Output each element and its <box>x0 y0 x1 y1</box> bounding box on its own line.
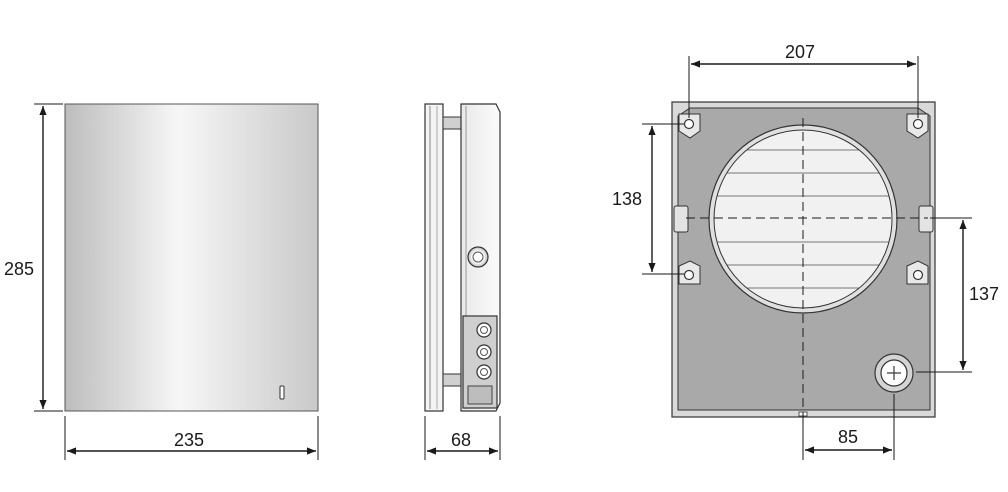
front-panel <box>64 103 319 412</box>
back-137-label: 137 <box>969 284 999 304</box>
side-terminal-2 <box>476 344 492 360</box>
side-terminal-3 <box>476 364 492 380</box>
back-clip-left <box>673 205 689 233</box>
front-indicator-led <box>279 385 285 400</box>
front-height-label: 285 <box>4 259 34 279</box>
back-screw-hole-tr <box>906 113 929 139</box>
side-view: 68 <box>424 103 501 460</box>
front-view: 285 235 <box>4 103 319 460</box>
back-207-label: 207 <box>785 42 815 62</box>
front-width-label: 235 <box>174 430 204 450</box>
back-138-label: 138 <box>612 189 642 209</box>
back-screw-hole-bl <box>678 260 701 285</box>
side-clip-bottom <box>442 373 462 387</box>
back-85-label: 85 <box>838 427 858 447</box>
back-screw-hole-tl <box>678 113 701 139</box>
side-clip-top <box>442 116 462 130</box>
side-front-cover <box>424 103 444 412</box>
back-clip-right <box>918 205 934 233</box>
side-terminal-1 <box>476 322 492 338</box>
back-view: 207 138 137 85 <box>612 42 999 460</box>
side-depth-label: 68 <box>451 430 471 450</box>
back-screw-hole-br <box>906 260 929 285</box>
